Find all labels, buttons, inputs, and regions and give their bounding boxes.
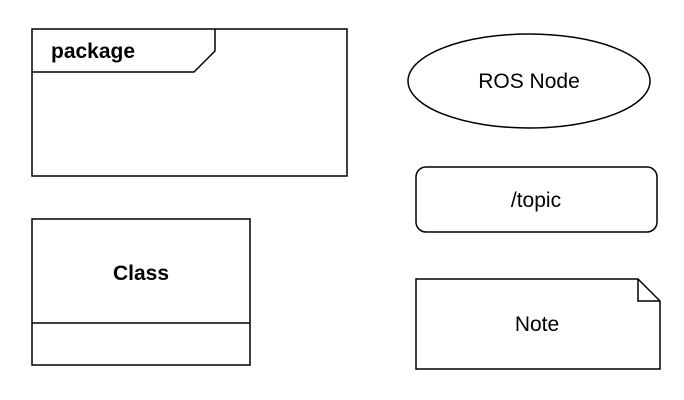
note-folded-corner xyxy=(637,279,660,302)
ros-node-symbol: ROS Node xyxy=(407,33,651,129)
topic-symbol: /topic xyxy=(415,166,658,233)
note-label: Note xyxy=(515,313,559,336)
ros-node-label: ROS Node xyxy=(478,70,580,93)
note-body xyxy=(415,278,661,370)
ros-node-ellipse xyxy=(407,33,651,129)
package-tab xyxy=(32,29,216,73)
class-box xyxy=(31,218,251,366)
package-label: package xyxy=(51,40,135,63)
package-frame xyxy=(31,28,348,177)
topic-label: /topic xyxy=(511,189,561,212)
topic-box xyxy=(415,166,658,233)
package-symbol: package xyxy=(31,28,348,177)
class-symbol: Class xyxy=(31,218,251,366)
class-label: Class xyxy=(113,262,169,285)
note-symbol: Note xyxy=(415,278,661,370)
